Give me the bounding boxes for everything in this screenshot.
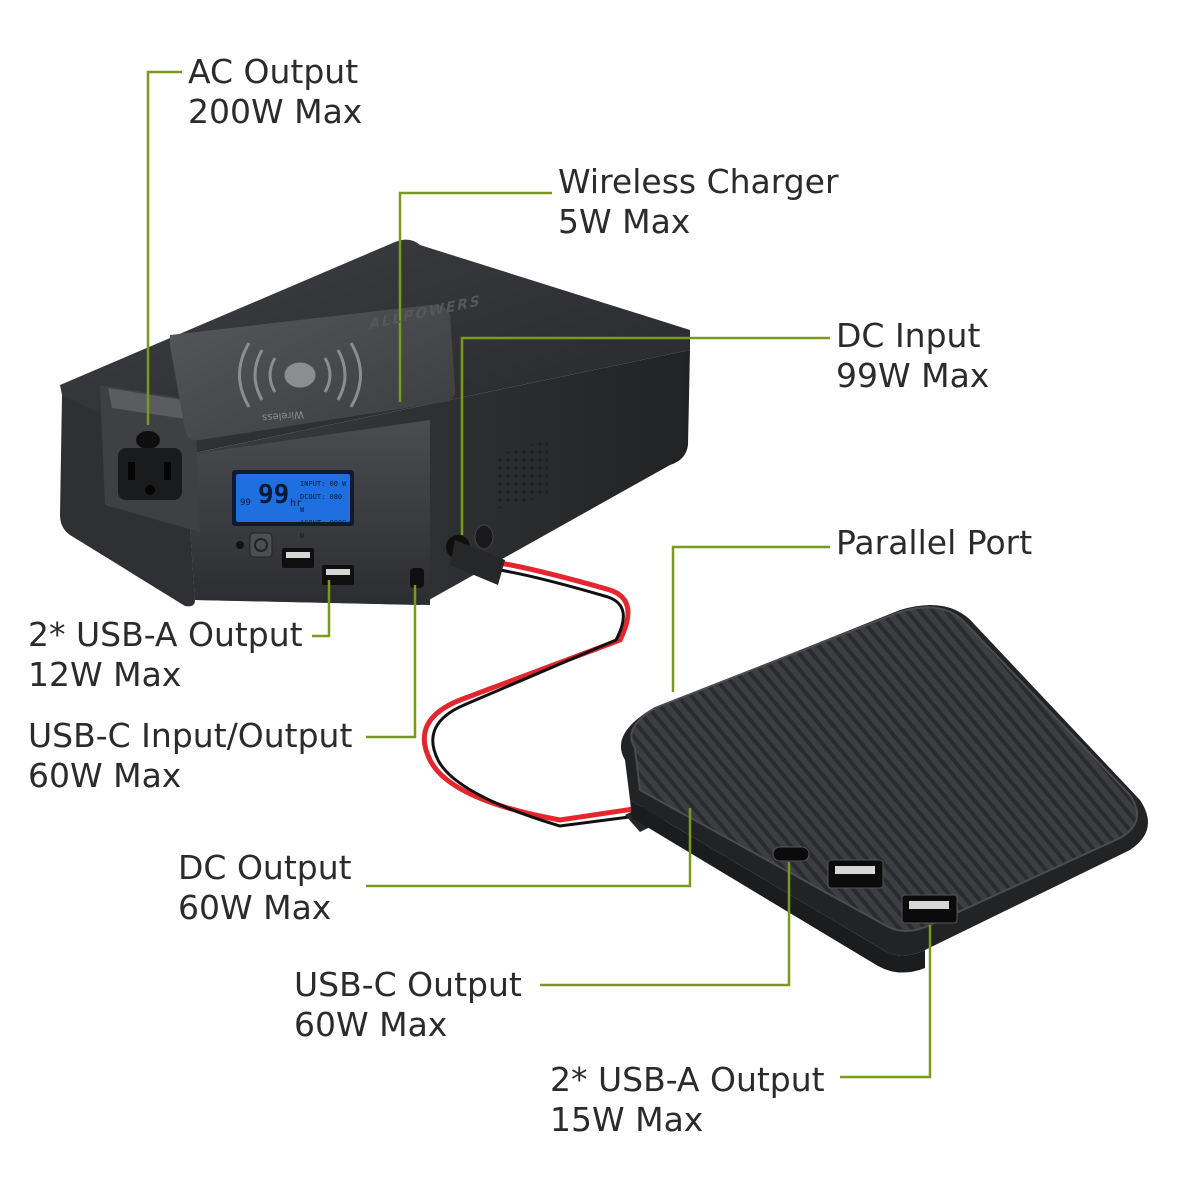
label-usbc-io-value: 60W Max: [28, 756, 182, 795]
leader-usbc-io: [366, 585, 417, 739]
power-station: [60, 239, 690, 607]
lcd-rows: INPUT: 00 W DCOUT: 080 W ACOUT: 0000 W: [300, 478, 348, 543]
label-usbc-output-title: USB-C Output: [294, 965, 522, 1004]
leader-lines: [146, 70, 932, 1079]
usb-c-port: [410, 568, 424, 588]
lcd-percent: 99: [240, 498, 251, 508]
lcd-hours: 99: [258, 480, 290, 510]
power-button-icon: [254, 538, 268, 552]
lcd-screen: [236, 474, 350, 522]
battery-usb-a-port-1-pins: [835, 866, 875, 874]
leader-parallel-port: [671, 545, 830, 692]
label-dc-input-value: 99W Max: [836, 356, 990, 395]
label-ac-output: AC Output 200W Max: [188, 52, 362, 132]
leader-wireless: [398, 191, 552, 402]
battery-front-edge: [630, 800, 925, 973]
label-usbc-output-value: 60W Max: [294, 1005, 448, 1044]
label-wireless-value: 5W Max: [558, 202, 691, 241]
label-usbc-io-title: USB-C Input/Output: [28, 716, 353, 755]
ac-socket-slot-left: [128, 462, 135, 480]
leader-usbc-output: [540, 862, 791, 987]
label-ac-output-title: AC Output: [188, 52, 359, 91]
indicator-light: [236, 541, 244, 549]
label-dc-output-title: DC Output: [178, 848, 352, 887]
lcd-hours-unit: hr: [290, 498, 303, 509]
leader-dc-input: [460, 336, 830, 535]
battery-top-texture: [630, 606, 1139, 932]
leader-usb-a-secondary: [840, 925, 932, 1079]
lcd-row-input: INPUT: 00 W: [300, 480, 347, 488]
label-usb-a-main: 2* USB-A Output 12W Max: [28, 615, 303, 695]
battery-usb-a-port-2-pins: [909, 901, 949, 909]
label-usbc-io: USB-C Input/Output 60W Max: [28, 716, 352, 796]
ac-socket-slot-right: [164, 462, 171, 480]
usb-a-port-1-pins: [286, 552, 310, 558]
label-wireless-title: Wireless Charger: [558, 162, 839, 201]
label-usb-a-secondary-value: 15W Max: [550, 1100, 704, 1139]
ac-ground-hole: [136, 431, 160, 449]
label-usb-a-secondary-title: 2* USB-A Output: [550, 1060, 825, 1099]
lcd-display: 99 99 hr INPUT: 00 W DCOUT: 080 W ACOUT: 0…: [238, 476, 348, 540]
dc-plug-main: [450, 540, 505, 585]
parallel-port-small: [474, 524, 494, 550]
speaker-grille: [495, 440, 548, 510]
label-dc-output: DC Output 60W Max: [178, 848, 352, 928]
leader-usb-a-main: [312, 580, 331, 638]
label-ac-output-value: 200W Max: [188, 92, 363, 131]
ac-socket: [118, 448, 182, 500]
label-usb-a-main-title: 2* USB-A Output: [28, 615, 303, 654]
ac-socket-ground: [145, 485, 155, 495]
label-usb-a-secondary: 2* USB-A Output 15W Max: [550, 1060, 825, 1140]
power-button: [249, 532, 273, 558]
usb-a-port-2-pins: [326, 569, 350, 575]
label-usbc-output: USB-C Output 60W Max: [294, 965, 522, 1045]
label-dc-input-title: DC Input: [836, 316, 981, 355]
label-usb-a-main-value: 12W Max: [28, 655, 182, 694]
label-parallel-port-title: Parallel Port: [836, 523, 1033, 562]
wireless-icon: [238, 342, 362, 408]
ac-outlet-lid: [108, 388, 195, 420]
expansion-battery: [620, 605, 1148, 973]
leader-ac-output: [146, 70, 182, 425]
leader-dc-output: [366, 808, 692, 888]
label-dc-output-value: 60W Max: [178, 888, 332, 927]
label-dc-input: DC Input 99W Max: [836, 316, 989, 396]
lcd-row-acout: ACOUT: 0000 W: [300, 519, 347, 540]
battery-usb-c-port: [772, 846, 810, 862]
label-wireless: Wireless Charger 5W Max: [558, 162, 839, 242]
label-parallel-port: Parallel Port: [836, 523, 1032, 563]
lcd-row-dcout: DCOUT: 080 W: [300, 493, 343, 514]
